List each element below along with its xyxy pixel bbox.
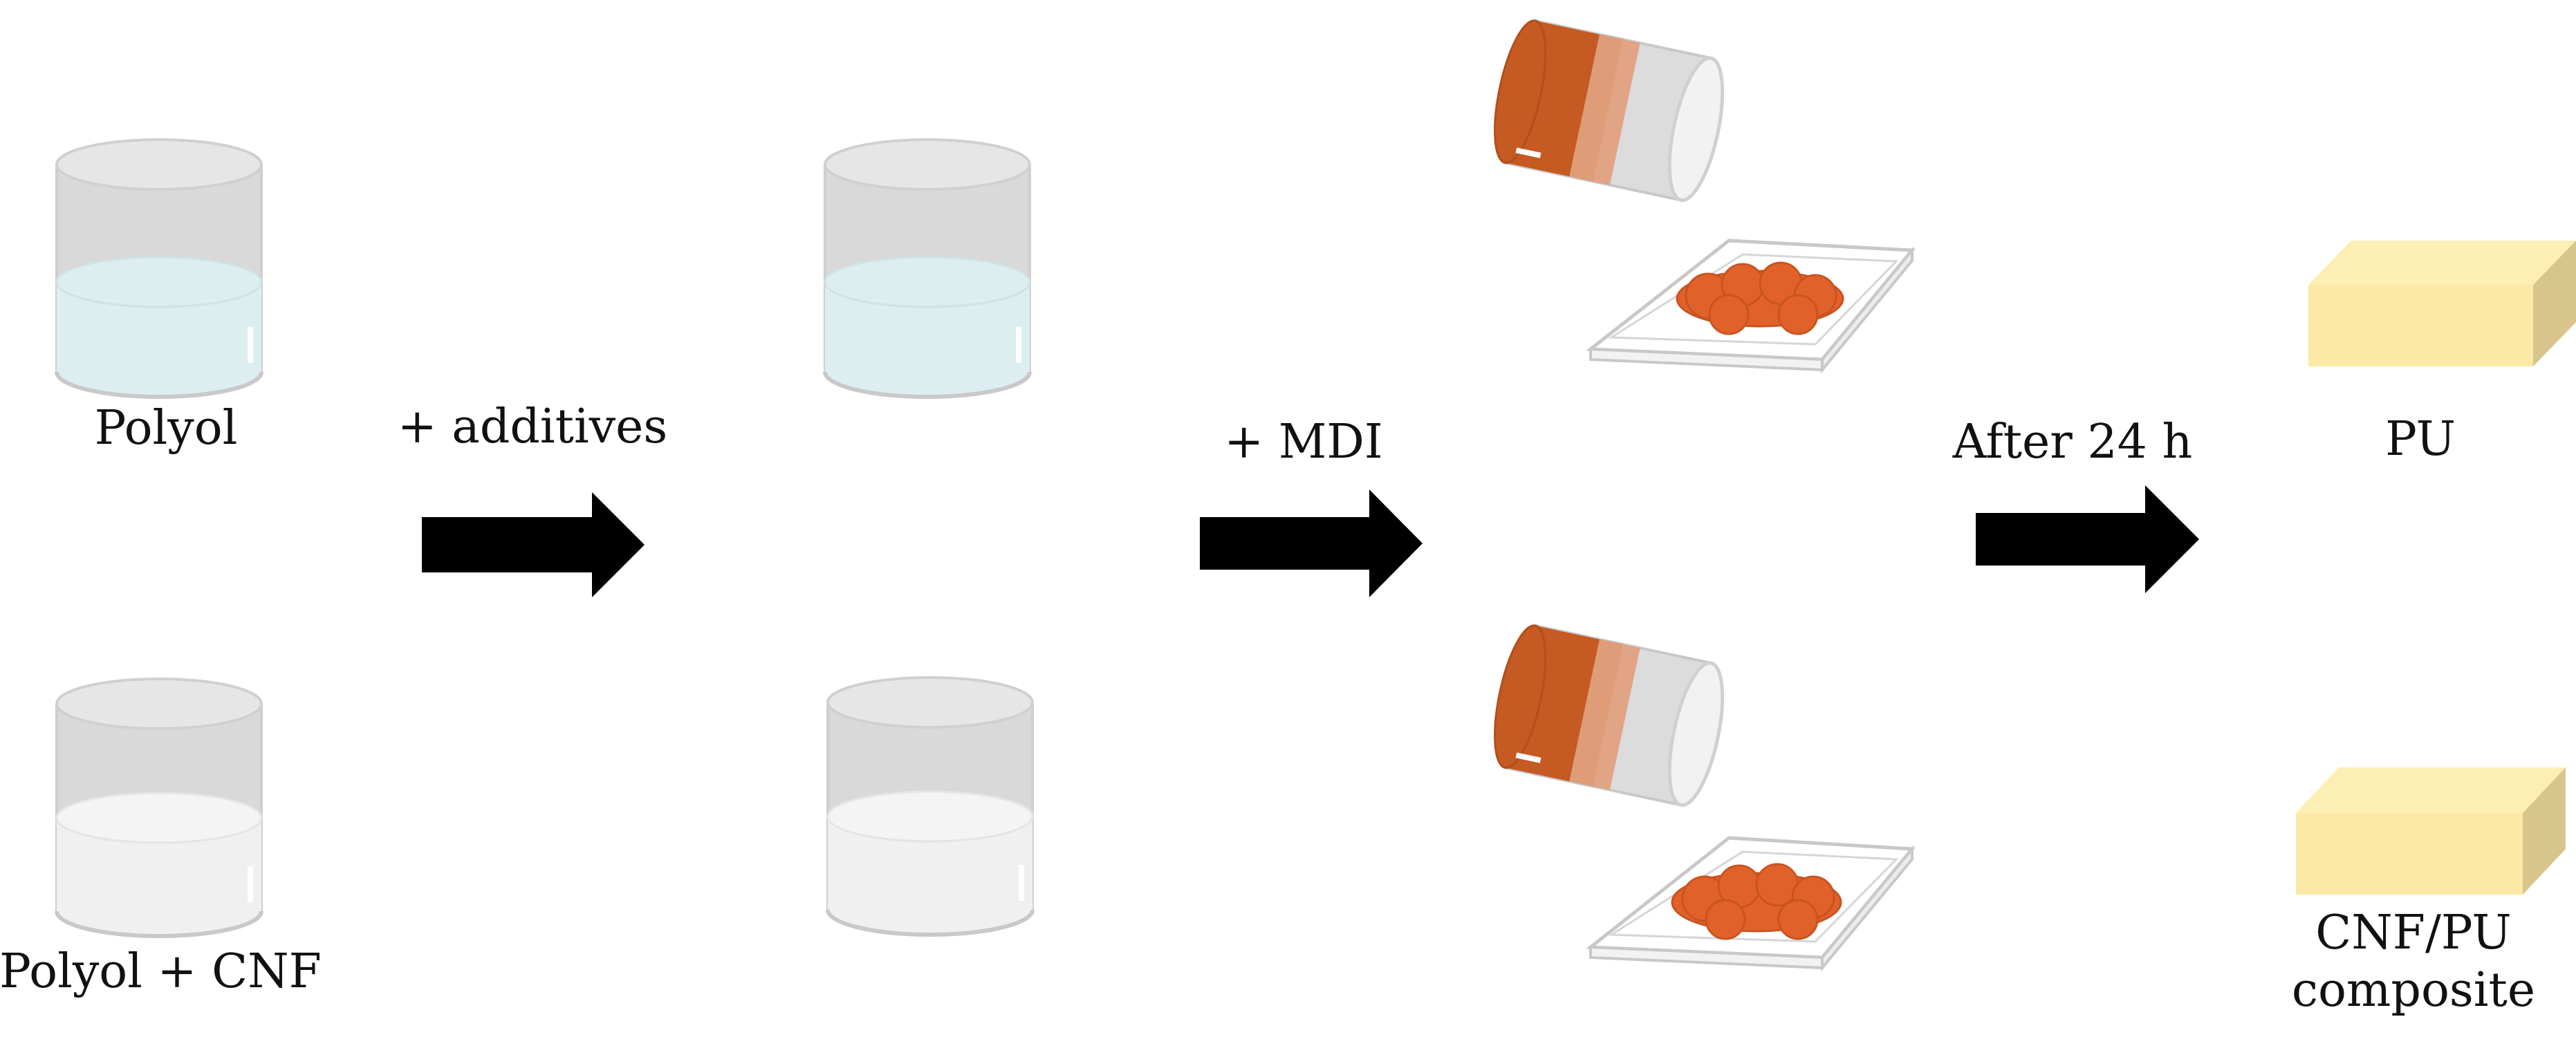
label-polyol: Polyol (95, 401, 238, 456)
label-pu: PU (2385, 412, 2456, 467)
arrow-2 (1200, 489, 1423, 597)
beaker-polyol-additives (823, 138, 1032, 399)
arrow-3 (1976, 485, 2199, 593)
cnf-pu-block (2296, 767, 2566, 895)
pu-block (2308, 241, 2576, 366)
arrow-1 (422, 492, 645, 597)
label-composite-line1: CNF/PU (2315, 906, 2512, 960)
label-composite-line2: composite (2292, 963, 2535, 1018)
mdi-cup-top (1494, 19, 1725, 203)
beaker-polyol (55, 138, 263, 399)
beaker-polyol-cnf-additives (826, 676, 1035, 937)
foam-top (1676, 261, 1844, 335)
label-mdi: + MDI (1224, 415, 1383, 469)
label-polyol-cnf: Polyol + CNF (0, 944, 322, 999)
label-after-24h: After 24 h (1952, 415, 2193, 469)
mdi-cup-bottom (1494, 624, 1725, 807)
beaker-polyol-cnf (55, 678, 263, 938)
label-additives: + additives (398, 400, 668, 454)
foam-bottom (1671, 863, 1842, 940)
